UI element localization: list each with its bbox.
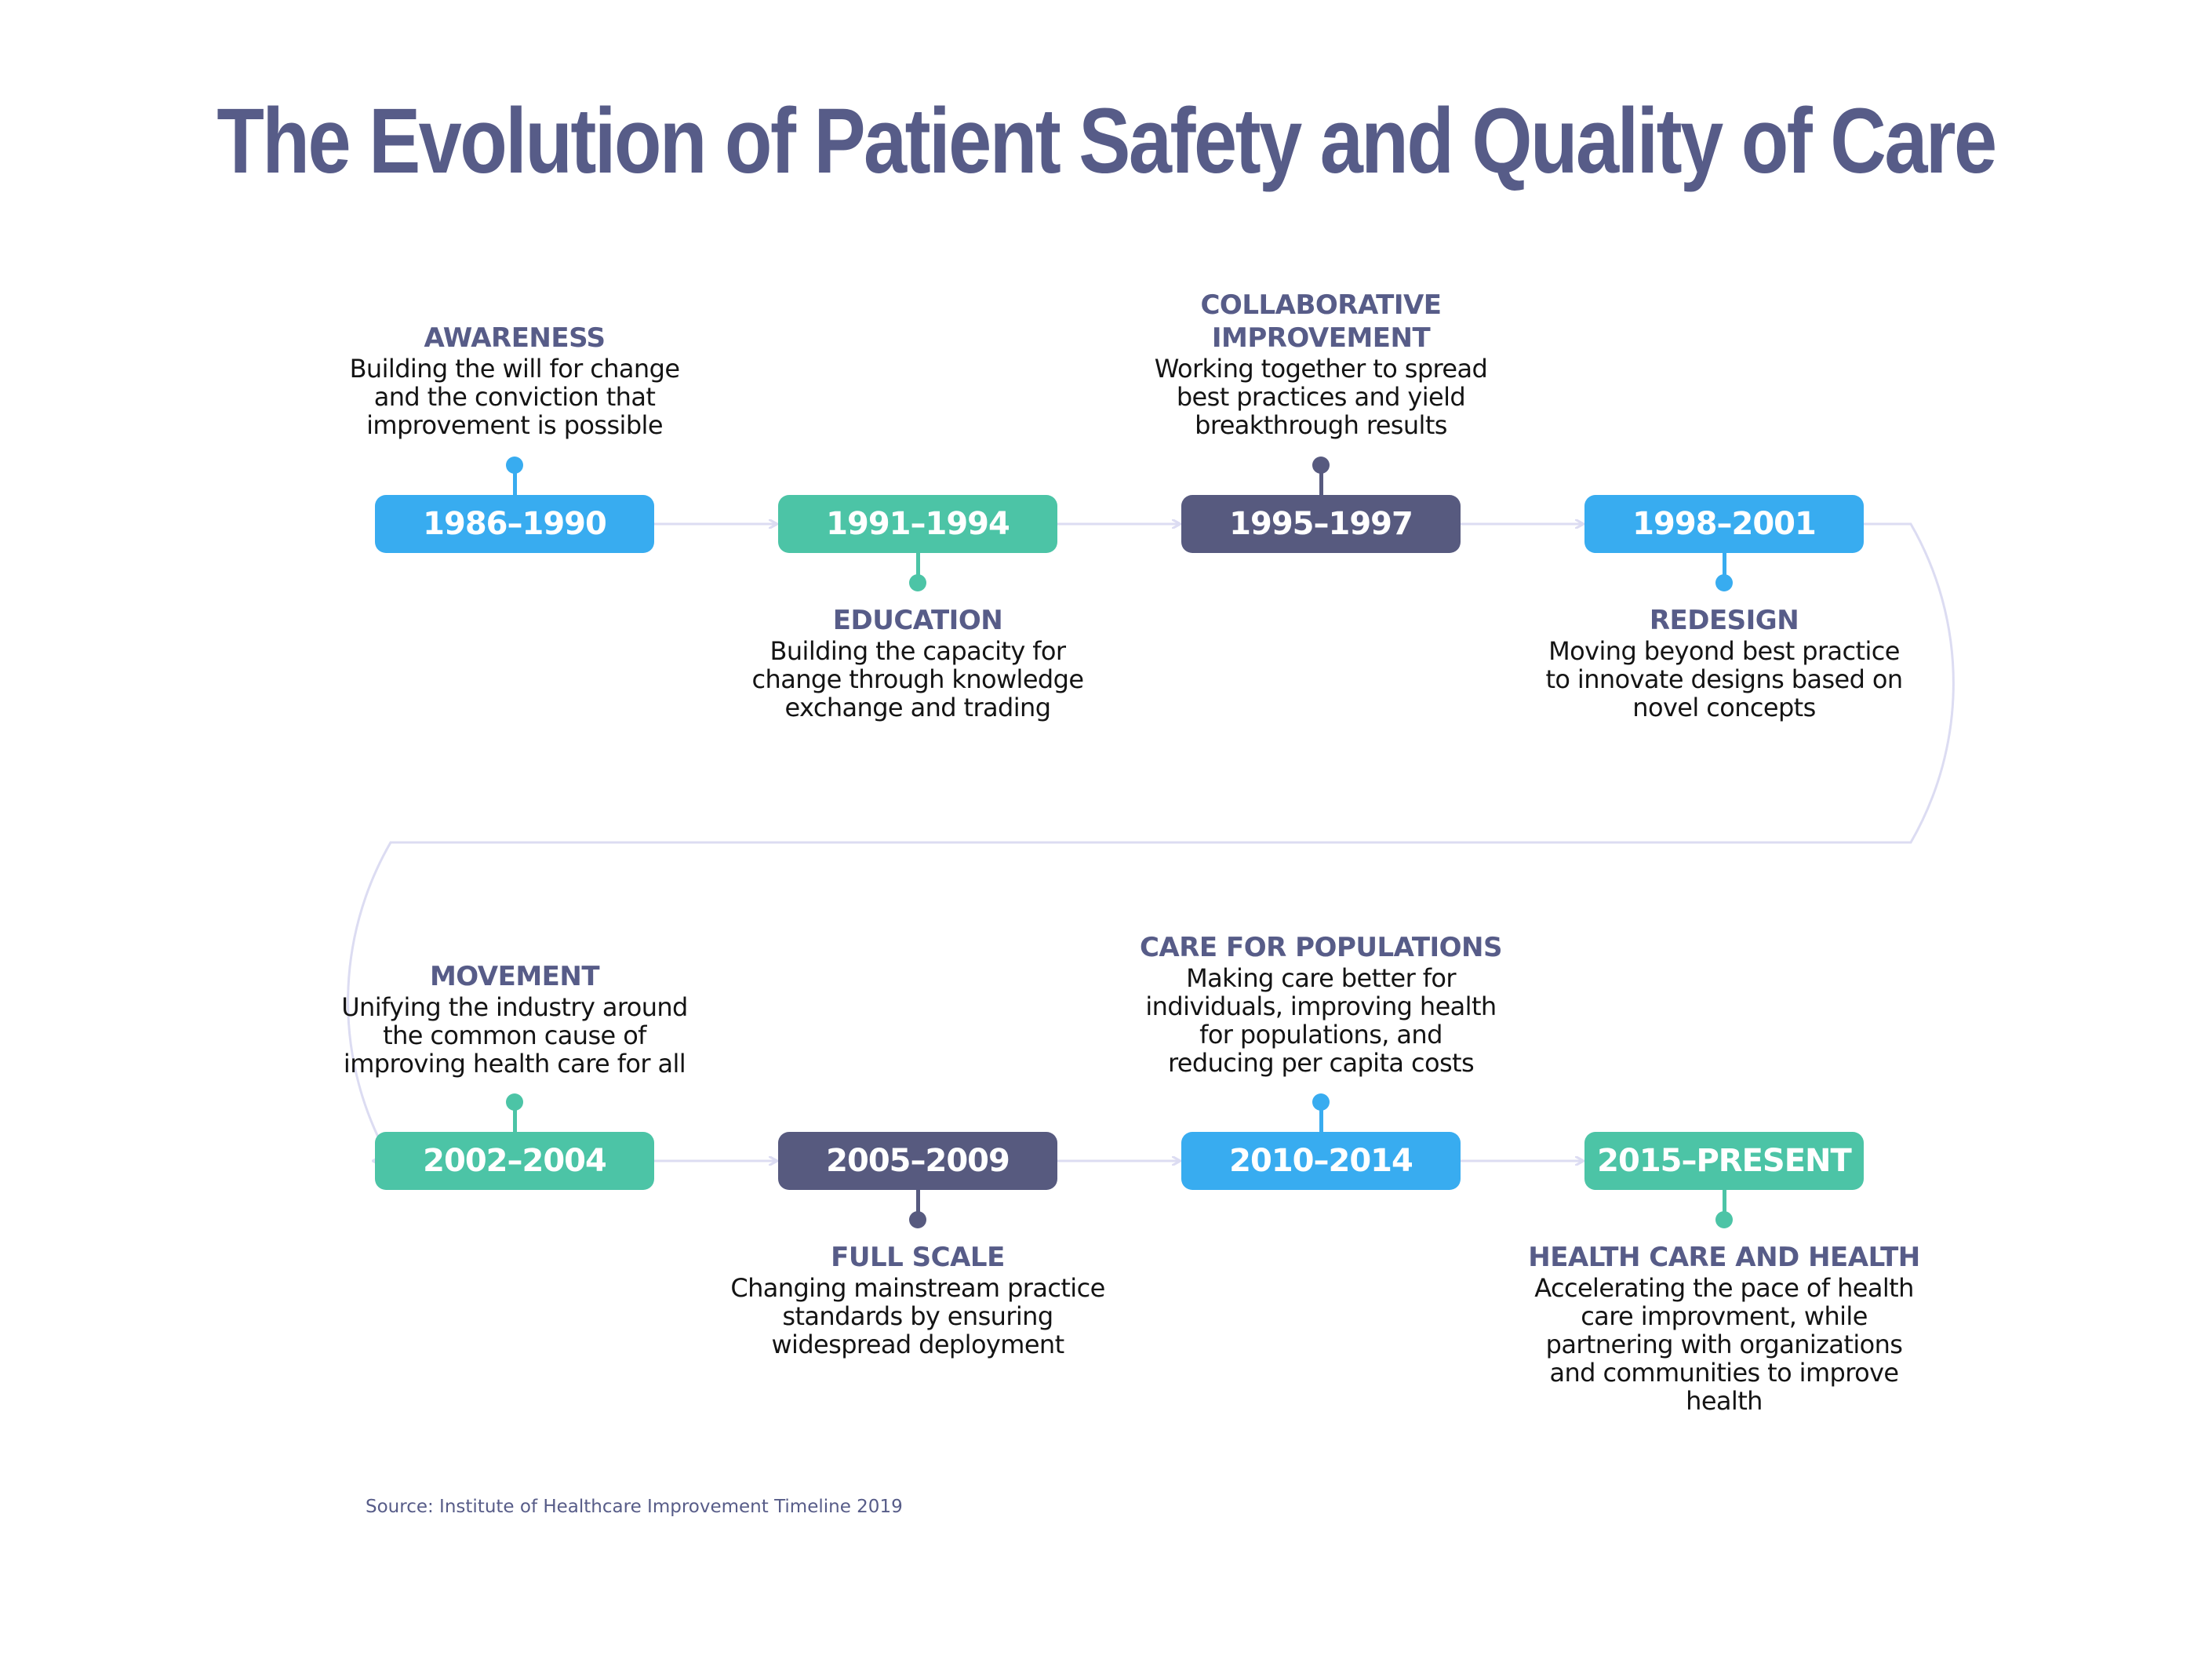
milestone-heading: REDESIGN bbox=[1649, 605, 1799, 636]
period-badge: 2005–2009 bbox=[778, 1132, 1057, 1190]
connector-dot bbox=[1715, 574, 1733, 591]
milestone-description: Changing mainstream practice standards b… bbox=[730, 1273, 1105, 1359]
milestone-heading: CARE FOR POPULATIONS bbox=[1139, 932, 1503, 963]
connector-stem bbox=[512, 1102, 517, 1132]
milestone-description: Working together to spread best practice… bbox=[1154, 354, 1488, 440]
source-note: Source: Institute of Healthcare Improvem… bbox=[366, 1497, 903, 1517]
connector-dot bbox=[1312, 1093, 1330, 1111]
connector-dot bbox=[909, 1211, 926, 1228]
period-badge: 1998–2001 bbox=[1584, 495, 1864, 553]
connector-dot bbox=[506, 1093, 523, 1111]
period-badge: 2015–PRESENT bbox=[1584, 1132, 1864, 1190]
connector-dot bbox=[1312, 457, 1330, 474]
period-badge: 1991–1994 bbox=[778, 495, 1057, 553]
connector-stem bbox=[1319, 465, 1323, 495]
milestone-heading: AWARENESS bbox=[424, 322, 606, 354]
milestone-description: Moving beyond best practice to innovate … bbox=[1545, 636, 1903, 722]
period-badge: 2002–2004 bbox=[375, 1132, 654, 1190]
milestone-heading: COLLABORATIVE IMPROVEMENT bbox=[1200, 289, 1442, 354]
connector-dot bbox=[1715, 1211, 1733, 1228]
connector-stem bbox=[915, 553, 920, 583]
connector-stem bbox=[1722, 1190, 1726, 1220]
milestone-heading: FULL SCALE bbox=[831, 1242, 1005, 1273]
milestone-description: Building the capacity for change through… bbox=[751, 636, 1085, 722]
connector-stem bbox=[915, 1190, 920, 1220]
milestone-description: Making care better for individuals, impr… bbox=[1145, 963, 1497, 1078]
connector-stem bbox=[512, 465, 517, 495]
period-badge: 1986–1990 bbox=[375, 495, 654, 553]
connector-dot bbox=[506, 457, 523, 474]
connector-s-curve bbox=[347, 522, 1955, 1161]
period-badge: 2010–2014 bbox=[1181, 1132, 1461, 1190]
milestone-description: Unifying the industry around the common … bbox=[341, 992, 688, 1079]
page-title: The Evolution of Patient Safety and Qual… bbox=[216, 89, 1997, 193]
connector-dot bbox=[909, 574, 926, 591]
milestone-description: Accelerating the pace of health care imp… bbox=[1534, 1273, 1914, 1416]
connector-stem bbox=[1722, 553, 1726, 583]
milestone-heading: EDUCATION bbox=[832, 605, 1003, 636]
connector-stem bbox=[1319, 1102, 1323, 1132]
period-badge: 1995–1997 bbox=[1181, 495, 1461, 553]
milestone-heading: MOVEMENT bbox=[429, 961, 600, 992]
milestone-description: Building the will for change and the con… bbox=[349, 354, 680, 440]
milestone-heading: HEALTH CARE AND HEALTH bbox=[1528, 1242, 1920, 1273]
